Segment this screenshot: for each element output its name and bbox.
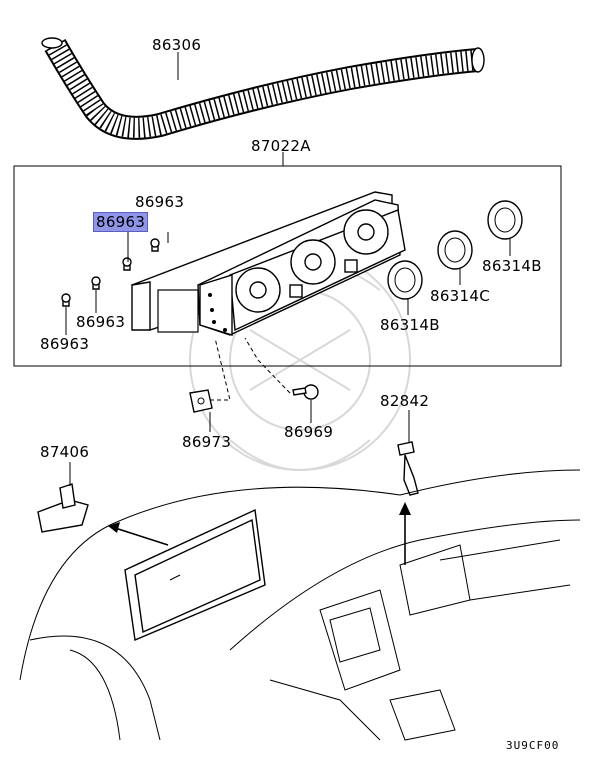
label-bracket: 87406 — [40, 443, 90, 461]
label-sensor: 82842 — [380, 392, 430, 410]
label-screw-bottom: 86969 — [284, 423, 334, 441]
diagram-code: 3U9CF00 — [506, 739, 560, 752]
screws-drawing — [61, 238, 160, 307]
control-panel-drawing — [131, 191, 406, 336]
clip-drawing — [189, 389, 213, 413]
knobs-drawing — [387, 200, 523, 300]
dashboard-drawing — [19, 469, 581, 741]
label-screw-left: 86963 — [40, 335, 90, 353]
hose-drawing — [41, 37, 485, 140]
label-knob-left: 86314B — [380, 316, 440, 334]
label-screw-mid: 86963 — [76, 313, 126, 331]
label-knob-middle: 86314C — [430, 287, 490, 305]
bracket-drawing — [37, 483, 89, 533]
label-knob-right: 86314B — [482, 257, 542, 275]
assembly-frame — [13, 165, 562, 367]
label-clip: 86973 — [182, 433, 232, 451]
label-hose: 86306 — [152, 36, 202, 54]
label-control-assembly: 87022A — [251, 137, 311, 155]
bottom-screw-drawing — [292, 384, 319, 400]
label-screw-highlighted[interactable]: 86963 — [93, 212, 149, 232]
sensor-drawing — [397, 441, 419, 496]
label-screw-top: 86963 — [135, 193, 185, 211]
